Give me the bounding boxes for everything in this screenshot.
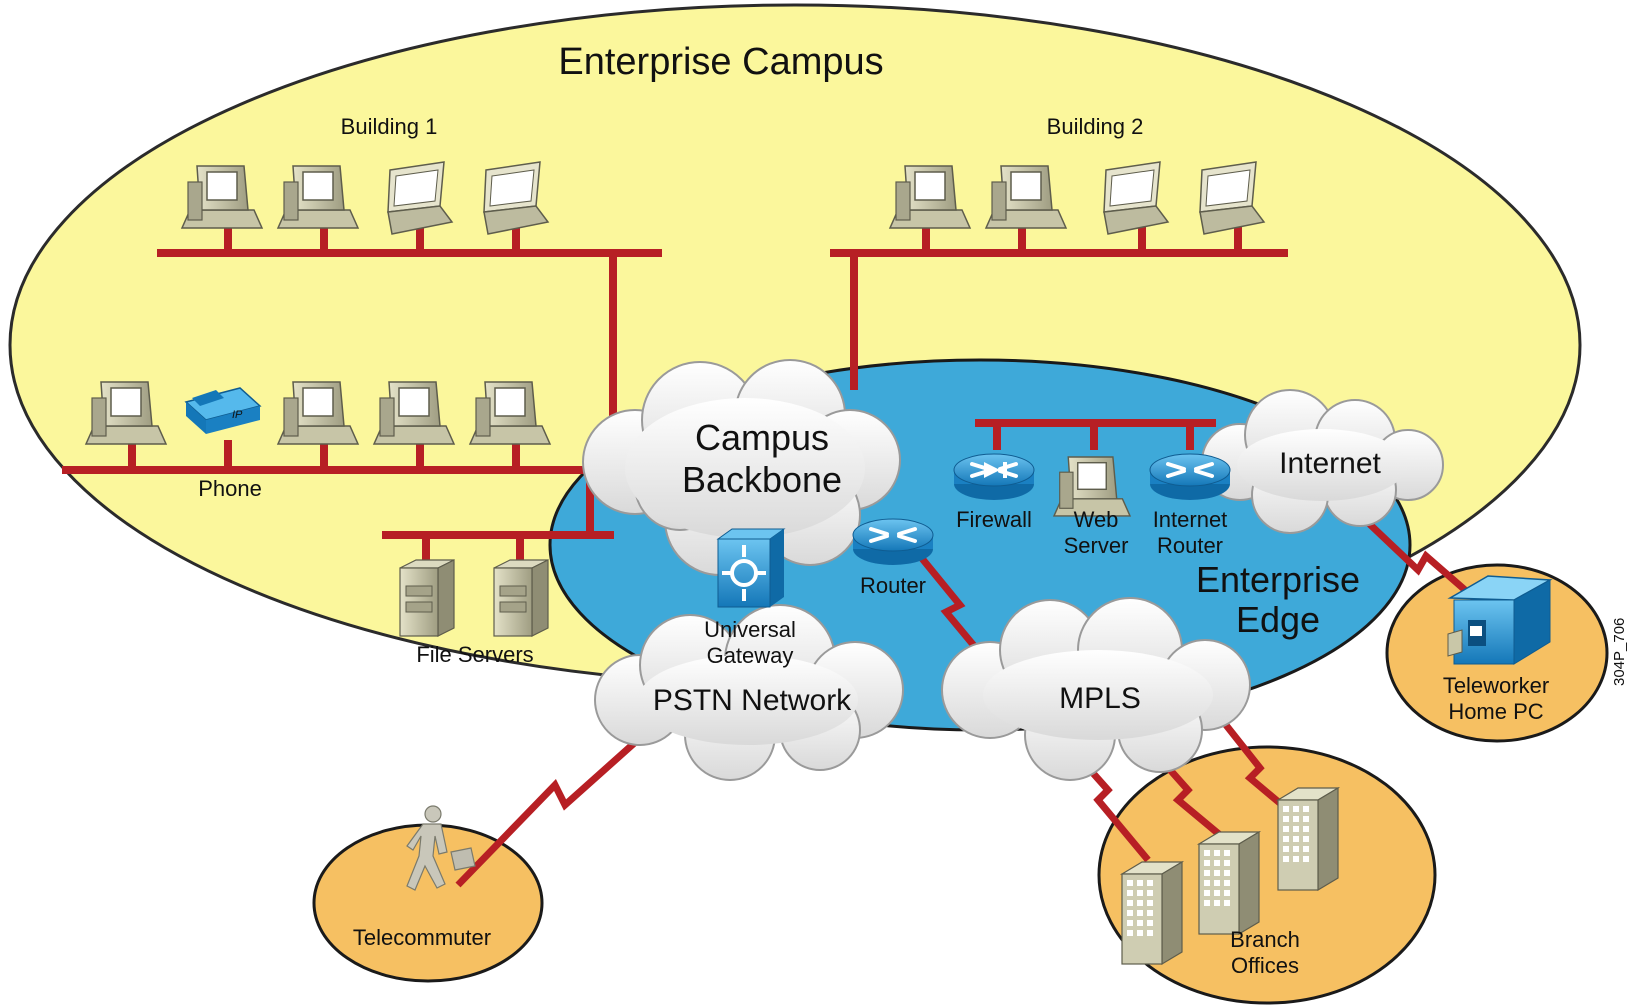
phone-row-devices: IP	[85, 381, 551, 445]
web-server-label-2: Server	[1064, 533, 1129, 558]
web-server-label-1: Web	[1074, 507, 1119, 532]
svg-text:IP: IP	[232, 409, 243, 421]
campus-backbone-label-2: Backbone	[682, 459, 842, 500]
universal-gateway-label-1: Universal	[704, 617, 796, 642]
building1-label: Building 1	[341, 114, 438, 139]
cloud-icon	[1201, 389, 1444, 534]
telecommuter-label: Telecommuter	[353, 925, 491, 950]
lan-links	[62, 225, 1288, 560]
router-icon	[1148, 452, 1232, 502]
office-building-icon	[1277, 787, 1339, 891]
diagram-title: Enterprise Campus	[558, 41, 883, 83]
phone-label: Phone	[198, 476, 262, 501]
mpls-label: MPLS	[1059, 682, 1141, 715]
building2-label: Building 2	[1047, 114, 1144, 139]
internet-cloud-label: Internet	[1279, 447, 1381, 480]
router-label: Router	[860, 573, 926, 598]
internet-router-label-2: Router	[1157, 533, 1223, 558]
teleworker-label-1: Teleworker	[1443, 673, 1549, 698]
firewall-label: Firewall	[956, 507, 1032, 532]
cloud-icon	[941, 597, 1251, 781]
firewall-glyph	[984, 462, 1007, 478]
internet-router-label-1: Internet	[1153, 507, 1228, 532]
enterprise-edge-label-1: Enterprise	[1196, 559, 1360, 600]
file-server-icon	[399, 559, 455, 637]
branch-offices-label-2: Offices	[1231, 953, 1299, 978]
router-icon	[851, 517, 935, 567]
house-icon	[1447, 575, 1553, 665]
office-building-icon	[1121, 861, 1183, 965]
campus-backbone-label: Campus	[695, 417, 829, 458]
enterprise-edge-label-2: Edge	[1236, 599, 1320, 640]
branch-offices-label-1: Branch	[1230, 927, 1300, 952]
figure-id: 304P_706	[1611, 618, 1628, 686]
walking-person-icon	[406, 805, 476, 891]
universal-gateway-label-2: Gateway	[707, 643, 794, 668]
office-building-icon	[1198, 831, 1260, 935]
file-server-icon	[493, 559, 549, 637]
pstn-network-label: PSTN Network	[653, 684, 852, 717]
branch-offices-area	[1097, 745, 1437, 1005]
cloud-icon	[594, 604, 904, 781]
file-servers-label: File Servers	[416, 642, 533, 667]
ip-phone-icon: IP	[184, 387, 262, 434]
universal-gateway-icon	[716, 528, 786, 608]
cloud-icon	[582, 359, 901, 576]
teleworker-label-2: Home PC	[1448, 699, 1543, 724]
